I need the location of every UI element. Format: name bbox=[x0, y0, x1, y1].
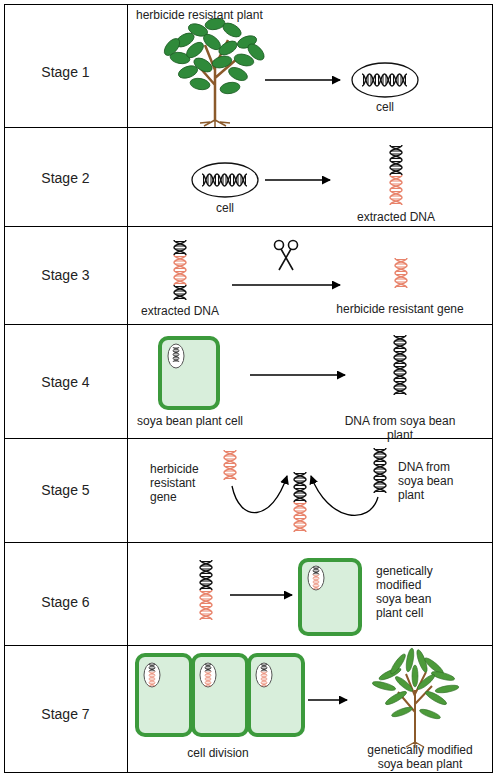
table-grid bbox=[5, 5, 493, 773]
caption: herbicide resistant gene bbox=[150, 462, 212, 504]
stage-label: Stage 6 bbox=[4, 593, 127, 611]
soya-bean-dna bbox=[374, 448, 386, 493]
herbicide-resistant-gene bbox=[224, 450, 236, 480]
stage-label: Stage 3 bbox=[4, 266, 127, 284]
gm-soya-bean-plant bbox=[372, 648, 460, 748]
stage-label: Stage 7 bbox=[4, 705, 127, 723]
caption: herbicide resistant gene bbox=[320, 302, 480, 316]
process-arrow bbox=[232, 284, 340, 285]
stage-label: Stage 5 bbox=[4, 481, 127, 499]
gm-plant-cell bbox=[300, 560, 360, 634]
caption: cell bbox=[195, 201, 255, 215]
process-arrow bbox=[265, 179, 330, 180]
recombinant-dna bbox=[294, 472, 306, 532]
caption: extracted DNA bbox=[130, 304, 230, 318]
herbicide-resistant-gene bbox=[395, 258, 407, 288]
soya-bean-dna bbox=[394, 335, 406, 395]
recombinant-dna bbox=[200, 560, 212, 620]
stage-label: Stage 1 bbox=[4, 63, 127, 81]
caption: genetically modified soya bean plant cel… bbox=[376, 564, 446, 620]
process-arrow bbox=[250, 374, 345, 375]
insertion-arrow bbox=[232, 476, 287, 513]
plant-cell bbox=[160, 338, 218, 408]
process-arrow bbox=[230, 594, 292, 595]
extracted-dna bbox=[174, 240, 186, 300]
cell-with-dna bbox=[192, 163, 258, 197]
table-border bbox=[5, 5, 493, 773]
insertion-arrow bbox=[311, 476, 378, 515]
caption: soya bean plant cell bbox=[125, 414, 255, 428]
caption: DNA from soya bean plant bbox=[330, 414, 470, 442]
stage-label: Stage 4 bbox=[4, 373, 127, 391]
process-arrow bbox=[265, 79, 340, 80]
row-lines bbox=[5, 128, 493, 646]
herbicide-resistant-plant bbox=[161, 17, 267, 127]
caption: cell bbox=[355, 100, 415, 114]
process-arrow bbox=[308, 699, 347, 700]
caption: genetically modified soya bean plant bbox=[357, 743, 483, 771]
extracted-dna bbox=[390, 145, 402, 205]
caption: extracted DNA bbox=[346, 210, 446, 224]
stage-label: Stage 2 bbox=[4, 169, 127, 187]
caption: DNA from soya bean plant bbox=[398, 460, 462, 502]
dividing-cells bbox=[137, 655, 303, 735]
caption: cell division bbox=[168, 746, 268, 760]
caption: herbicide resistant plant bbox=[136, 8, 306, 22]
cell-with-dna bbox=[352, 63, 418, 97]
scissors-symbol bbox=[275, 241, 298, 271]
column-line bbox=[127, 5, 128, 773]
